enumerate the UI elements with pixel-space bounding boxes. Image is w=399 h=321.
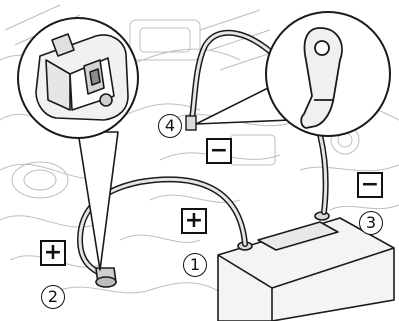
- callout-4: 4: [158, 114, 182, 138]
- callout-1: 1: [183, 253, 207, 277]
- positive-sign-1: +: [181, 208, 207, 234]
- negative-sign-4: −: [206, 138, 232, 164]
- callout-2: 2: [41, 285, 65, 309]
- callout-3: 3: [359, 211, 383, 235]
- positive-sign-2: +: [40, 240, 66, 266]
- negative-sign-3: −: [357, 172, 383, 198]
- ground-point: [186, 116, 196, 130]
- positive-connection-point: [96, 268, 116, 287]
